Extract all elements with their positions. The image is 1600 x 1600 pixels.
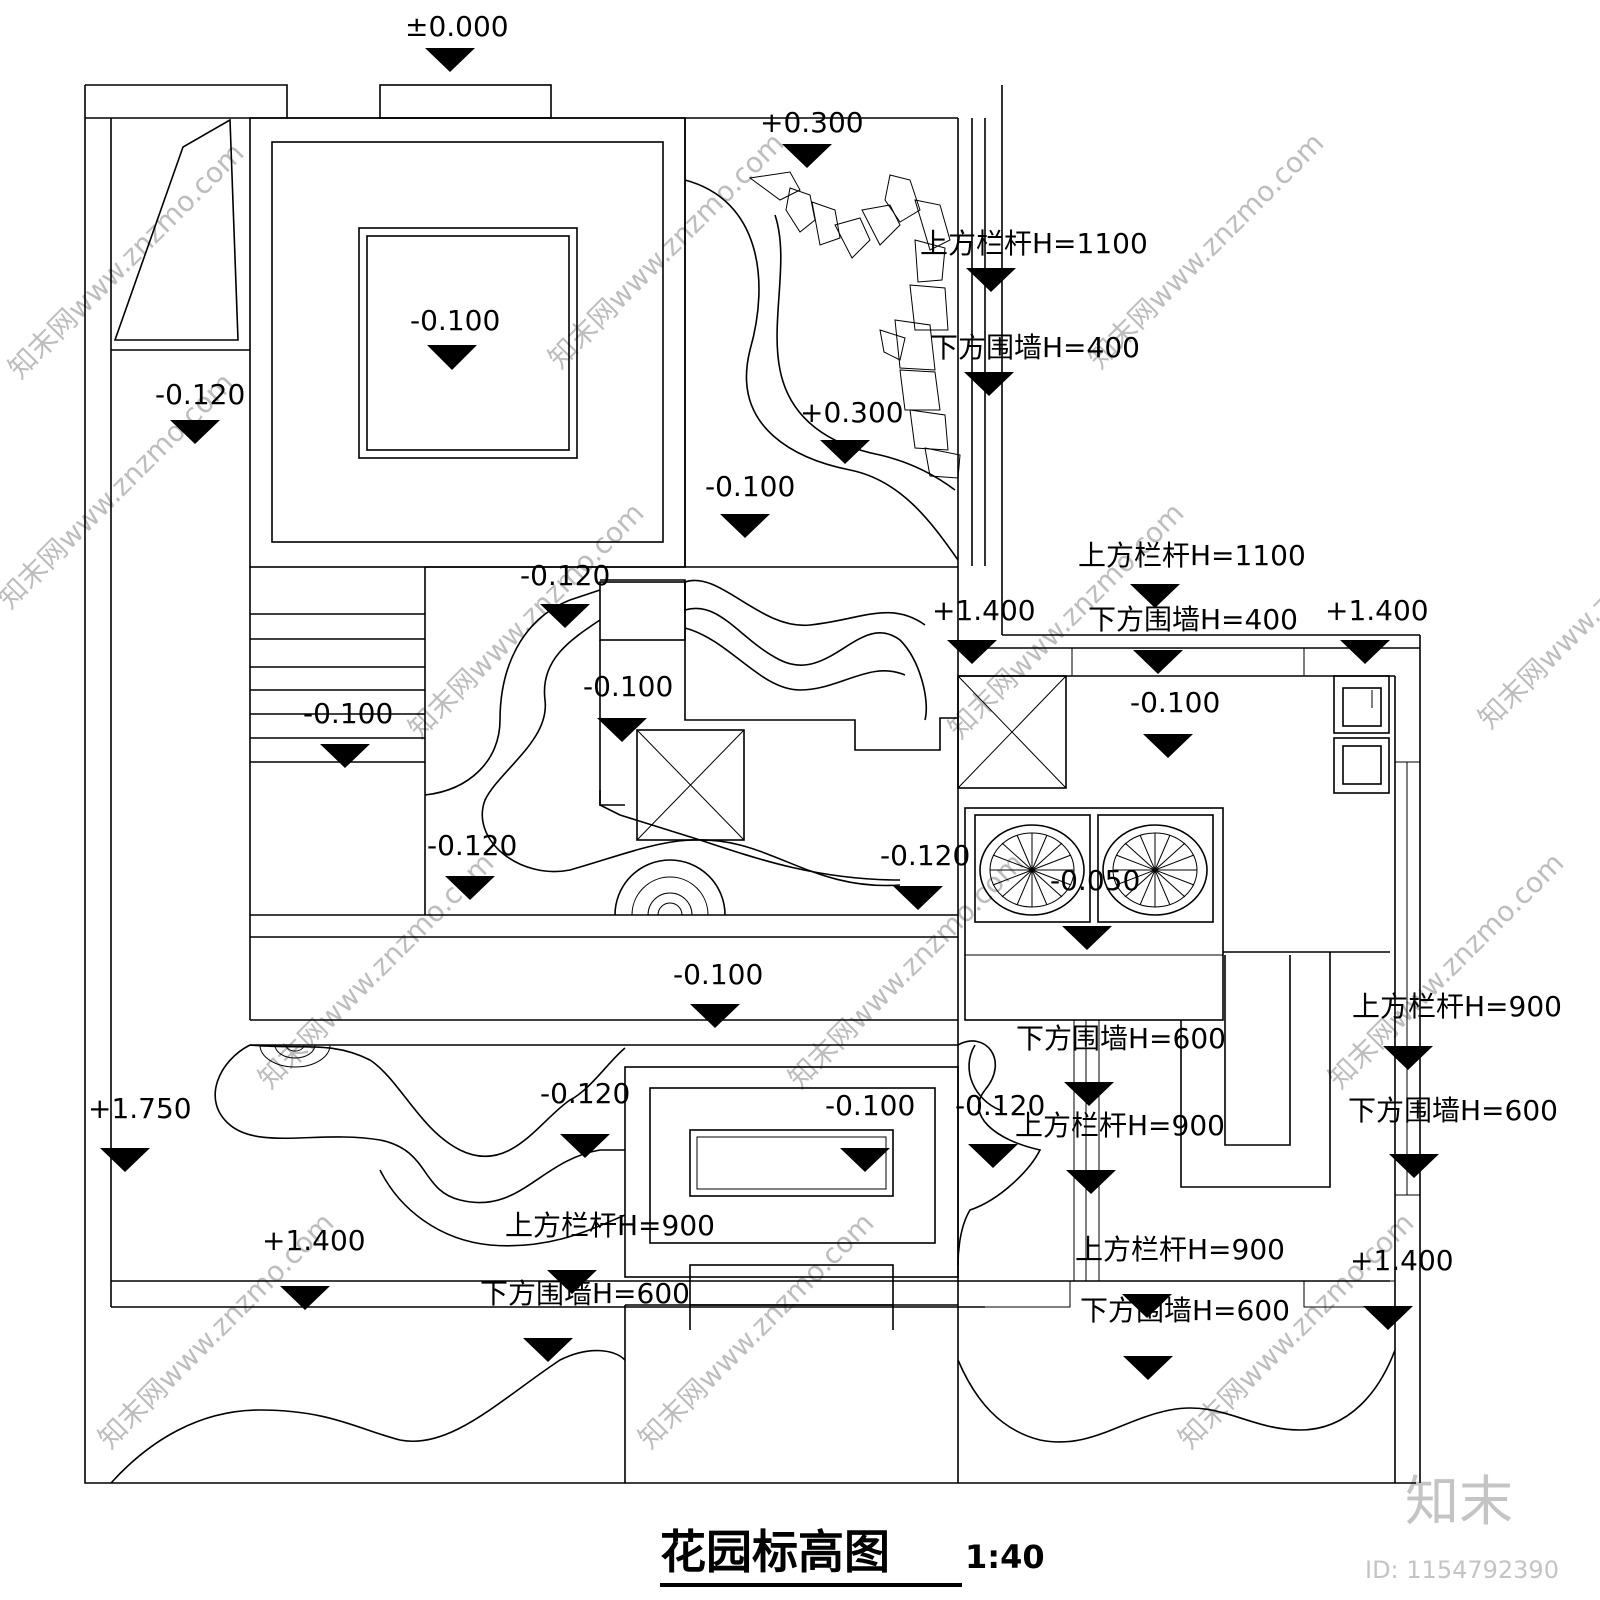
watermark-brand: 知末 [1405,1470,1513,1533]
elev-marker: -0.100 [410,304,500,370]
middle-pond [250,579,958,1046]
watermark-url: 知末网www.znzmo.com [402,496,651,745]
elev-marker: -0.100 [825,1089,915,1172]
elev-marker: -0.120 [540,1077,630,1158]
watermarks: 知末网www.znzmo.com 知末网www.znzmo.com 知末网www… [0,126,1600,1584]
elevation-markers: ±0.000 +0.300 +0.300 -0.100 -0.120 -0.10… [88,10,1454,1330]
watermark-url: 知末网www.znzmo.com [2,136,251,385]
elev-marker: +0.300 [800,396,904,464]
svg-text:-0.120: -0.120 [955,1089,1045,1122]
svg-text:上方栏杆H=1100: 上方栏杆H=1100 [1078,539,1306,572]
height-marker: 上方栏杆H=1100 [920,227,1148,292]
svg-text:-0.100: -0.100 [303,697,393,730]
plan-title: 花园标高图 [660,1525,890,1579]
height-marker: 上方栏杆H=900 [1075,1233,1285,1318]
elev-marker: +1.750 [88,1092,192,1172]
svg-text:-0.120: -0.120 [540,1077,630,1110]
svg-text:+1.400: +1.400 [932,594,1036,627]
fan-right [1102,824,1208,916]
elev-marker: +1.400 [1325,594,1429,664]
svg-text:-0.100: -0.100 [825,1089,915,1122]
watermark-id: ID: 1154792390 [1365,1556,1559,1584]
svg-text:下方围墙H=600: 下方围墙H=600 [1348,1094,1558,1127]
svg-text:-0.120: -0.120 [155,378,245,411]
svg-text:下方围墙H=600: 下方围墙H=600 [1080,1294,1290,1327]
elev-marker: +1.400 [262,1224,366,1310]
rockery-garden [684,171,961,561]
svg-text:+0.300: +0.300 [800,396,904,429]
svg-text:+1.400: +1.400 [262,1224,366,1257]
svg-text:上方栏杆H=900: 上方栏杆H=900 [1015,1109,1225,1142]
height-marker: 下方围墙H=600 [1348,1094,1558,1178]
height-marker: 下方围墙H=400 [1088,603,1298,674]
svg-text:+1.400: +1.400 [1350,1244,1454,1277]
elev-marker: -0.100 [583,670,673,742]
height-marker: 下方围墙H=400 [930,331,1140,396]
svg-text:-0.100: -0.100 [673,958,763,991]
elev-marker: -0.100 [673,958,763,1028]
elev-marker: -0.100 [1130,686,1220,758]
elev-marker: -0.120 [880,839,970,910]
svg-text:上方栏杆H=1100: 上方栏杆H=1100 [920,227,1148,260]
elev-marker: -0.050 [1050,864,1140,950]
elev-marker: +1.400 [932,594,1036,664]
svg-text:-0.120: -0.120 [427,829,517,862]
svg-text:上方栏杆H=900: 上方栏杆H=900 [1075,1233,1285,1266]
svg-text:-0.120: -0.120 [880,839,970,872]
svg-text:-0.100: -0.100 [705,470,795,503]
svg-text:-0.100: -0.100 [410,304,500,337]
svg-text:+0.300: +0.300 [760,106,864,139]
height-marker: 下方围墙H=600 [1080,1294,1290,1380]
svg-text:±0.000: ±0.000 [405,10,509,43]
plan-scale: 1:40 [965,1538,1045,1576]
svg-text:上方栏杆H=900: 上方栏杆H=900 [505,1209,715,1242]
svg-text:下方围墙H=600: 下方围墙H=600 [480,1277,690,1310]
elev-marker: -0.120 [520,559,610,628]
elev-marker: -0.120 [955,1089,1045,1168]
fan-left [979,824,1085,916]
height-marker: 上方栏杆H=900 [1352,990,1562,1070]
height-marker: 下方围墙H=600 [1016,1022,1226,1106]
outer-walls [84,84,1421,1484]
elev-marker: -0.120 [427,829,517,900]
svg-text:+1.400: +1.400 [1325,594,1429,627]
watermark-url: 知末网www.znzmo.com [1322,846,1571,1095]
lower-garden [110,1040,1396,1484]
drawing-title: 花园标高图 1:40 [660,1525,1045,1587]
svg-text:下方围墙H=400: 下方围墙H=400 [930,331,1140,364]
height-markers: 上方栏杆H=1100 下方围墙H=400 上方栏杆H=1100 下方围墙H=40… [480,227,1562,1380]
height-marker: 上方栏杆H=1100 [1078,539,1306,608]
svg-text:+1.750: +1.750 [88,1092,192,1125]
height-marker: 上方栏杆H=900 [1015,1109,1225,1194]
svg-text:下方围墙H=600: 下方围墙H=600 [1016,1022,1226,1055]
svg-text:-0.100: -0.100 [583,670,673,703]
height-marker: 上方栏杆H=900 [505,1209,715,1294]
svg-text:-0.100: -0.100 [1130,686,1220,719]
svg-text:下方围墙H=400: 下方围墙H=400 [1088,603,1298,636]
elev-marker: -0.120 [155,378,245,444]
elev-marker: +1.400 [1350,1244,1454,1330]
rock-cluster [748,171,961,479]
elev-marker: -0.100 [303,697,393,768]
elev-marker: +0.300 [760,106,864,168]
watermark-url: 知末网www.znzmo.com [1472,486,1600,735]
svg-text:-0.050: -0.050 [1050,864,1140,897]
height-marker: 下方围墙H=600 [480,1277,690,1362]
elev-marker: ±0.000 [405,10,509,72]
svg-text:-0.120: -0.120 [520,559,610,592]
elev-marker: -0.100 [705,470,795,538]
svg-text:上方栏杆H=900: 上方栏杆H=900 [1352,990,1562,1023]
right-wing [957,648,1396,1308]
upper-left-room [111,117,958,1020]
